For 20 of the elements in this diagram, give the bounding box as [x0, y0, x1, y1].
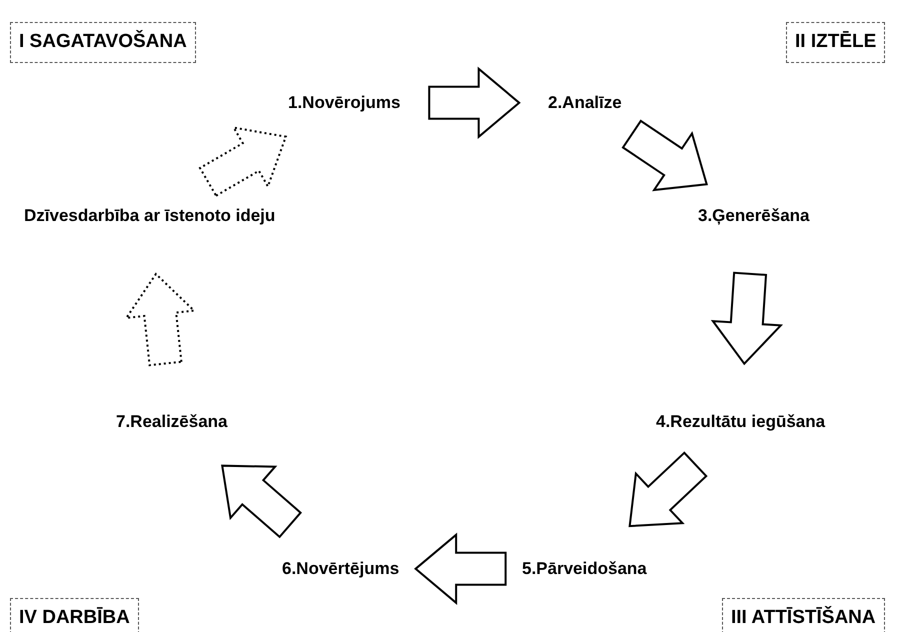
block-arrow — [710, 272, 783, 366]
block-arrow — [198, 126, 288, 198]
step-label: 6.Novērtējums — [278, 554, 404, 584]
phase-label-box: II IZTĒLE — [786, 22, 886, 62]
block-arrow — [428, 66, 521, 139]
step-label: 5.Pārveidošana — [518, 554, 651, 584]
block-arrow — [622, 120, 708, 192]
block-arrow — [221, 464, 302, 538]
step-label: 2.Analīze — [544, 88, 626, 118]
phase-label-box: I SAGATAVOŠANA — [10, 22, 196, 62]
block-arrow — [124, 272, 196, 366]
block-arrow — [628, 451, 708, 528]
phase-label-box: IV DARBĪBA — [10, 598, 139, 632]
step-label: 7.Realizēšana — [112, 407, 232, 436]
step-label: 3.Ģenerēšana — [694, 201, 814, 230]
block-arrow — [414, 532, 507, 605]
phase-label-box: III ATTĪSTĪŠANA — [722, 598, 885, 632]
step-label: 1.Novērojums — [284, 88, 404, 118]
step-label: Dzīvesdarbība ar īstenoto ideju — [20, 201, 280, 230]
step-label: 4.Rezultātu iegūšana — [652, 407, 830, 436]
